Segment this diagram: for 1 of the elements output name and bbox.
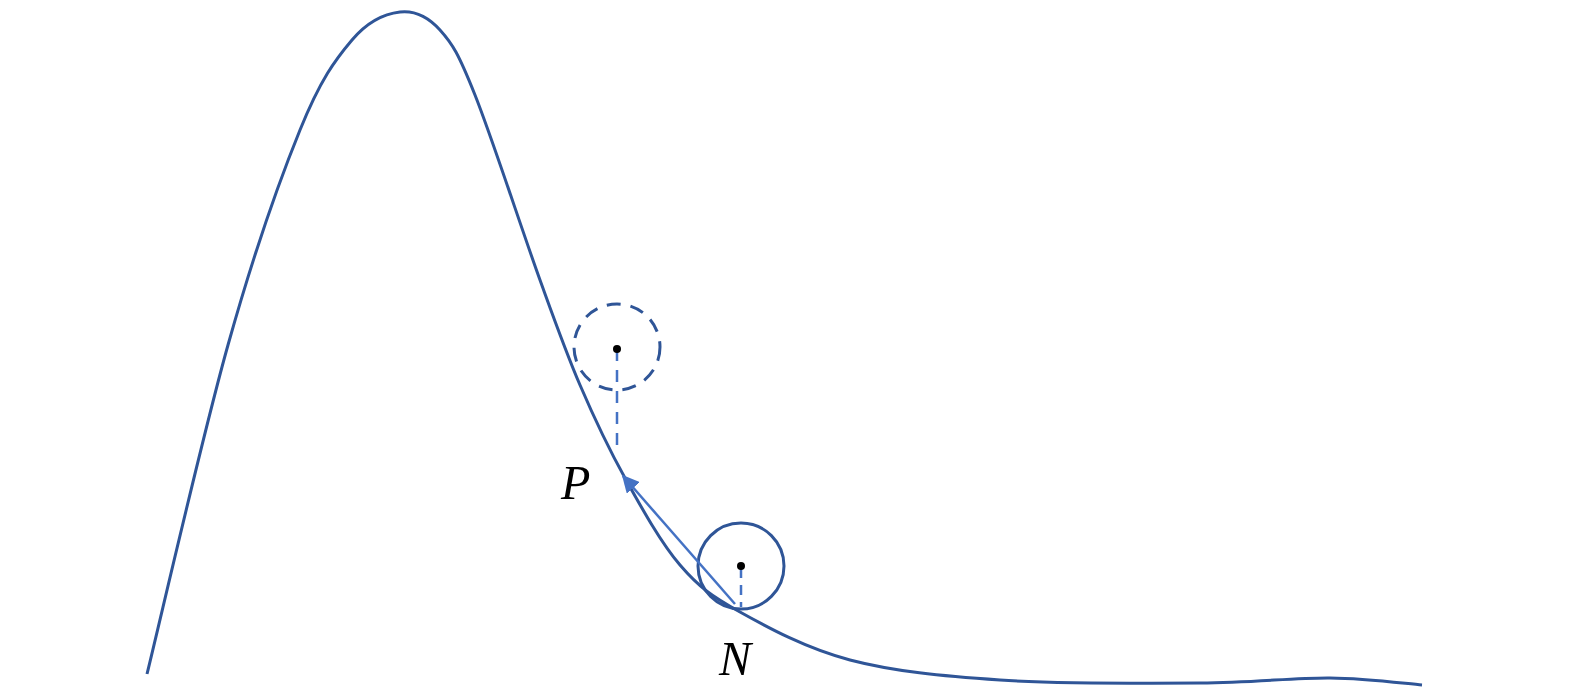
point-label: P [561, 459, 591, 507]
